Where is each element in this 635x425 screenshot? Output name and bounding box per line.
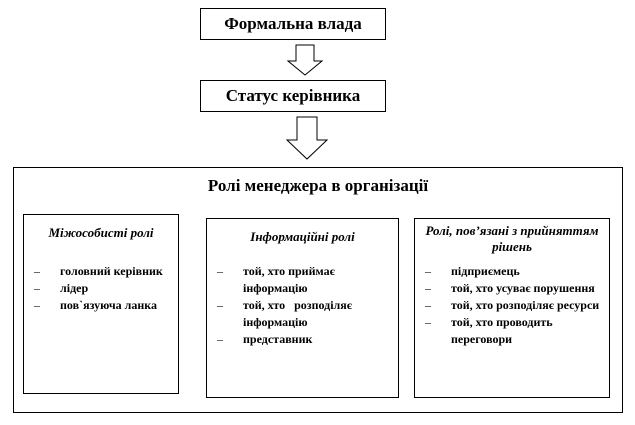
- manager-roles-title: Ролі менеджера в організації: [207, 176, 429, 195]
- list-item-text: той, хто проводить переговори: [451, 315, 553, 346]
- interpersonal-roles-title: Міжособисті ролі: [48, 225, 154, 240]
- list-item-text: представник: [243, 332, 313, 346]
- interpersonal-roles-list: – головний керівник – лідер – пов`язуюча ла…: [34, 263, 172, 314]
- list-item: – головний керівник: [34, 263, 172, 280]
- manager-status-box: Статус керівника: [200, 80, 386, 112]
- down-arrow-1: [287, 44, 323, 76]
- list-item: – той, хто розподіляє інформацію: [217, 297, 392, 331]
- manager-status-label: Статус керівника: [225, 86, 361, 105]
- informational-roles-title: Інформаційні ролі: [250, 229, 355, 244]
- list-item: – той, хто приймає інформацію: [217, 263, 392, 297]
- informational-roles-list: – той, хто приймає інформацію – той, хто р…: [217, 263, 392, 348]
- bullet-dash: –: [425, 315, 431, 329]
- list-item-text: лідер: [60, 281, 89, 295]
- list-item: – представник: [217, 331, 392, 348]
- bullet-dash: –: [425, 298, 431, 312]
- list-item-text: пов`язуюча ланка: [60, 298, 158, 312]
- decision-roles-box: Ролі, пов’язані з прийняттям рішень – під…: [414, 218, 610, 398]
- list-item: – той, хто проводить переговори: [425, 314, 603, 348]
- list-item: – пов`язуюча ланка: [34, 297, 172, 314]
- down-arrow-2: [286, 116, 328, 160]
- interpersonal-roles-box: Міжособисті ролі – головний керівник – лід…: [23, 214, 179, 394]
- decision-roles-list: –підприємець –той, хто усуває порушення …: [425, 263, 603, 348]
- list-item-text: головний керівник: [60, 264, 163, 278]
- list-item-text: той, хто усуває порушення: [451, 281, 595, 295]
- list-item: – підприємець: [425, 263, 603, 280]
- list-item: – той, хто розподіляє ресурси: [425, 297, 603, 314]
- list-item: – той, хто усуває порушення: [425, 280, 603, 297]
- bullet-dash: –: [34, 281, 40, 295]
- formal-power-box: Формальна влада: [200, 8, 386, 40]
- formal-power-label: Формальна влада: [224, 14, 362, 33]
- bullet-dash: –: [425, 281, 431, 295]
- bullet-dash: –: [217, 298, 223, 312]
- list-item: – лідер: [34, 280, 172, 297]
- list-item-text: той, хто розподіляє інформацію: [243, 298, 355, 329]
- bullet-dash: –: [34, 264, 40, 278]
- bullet-dash: –: [217, 332, 223, 346]
- bullet-dash: –: [217, 264, 223, 278]
- list-item-text: той, хто приймає інформацію: [243, 264, 335, 295]
- list-item-text: той, хто розподіляє ресурси: [451, 298, 600, 312]
- bullet-dash: –: [425, 264, 431, 278]
- decision-roles-title: Ролі, пов’язані з прийняттям рішень: [425, 223, 599, 254]
- list-item-text: підприємець: [451, 264, 520, 278]
- informational-roles-box: Інформаційні ролі – той, хто приймає інфо…: [206, 218, 399, 398]
- bullet-dash: –: [34, 298, 40, 312]
